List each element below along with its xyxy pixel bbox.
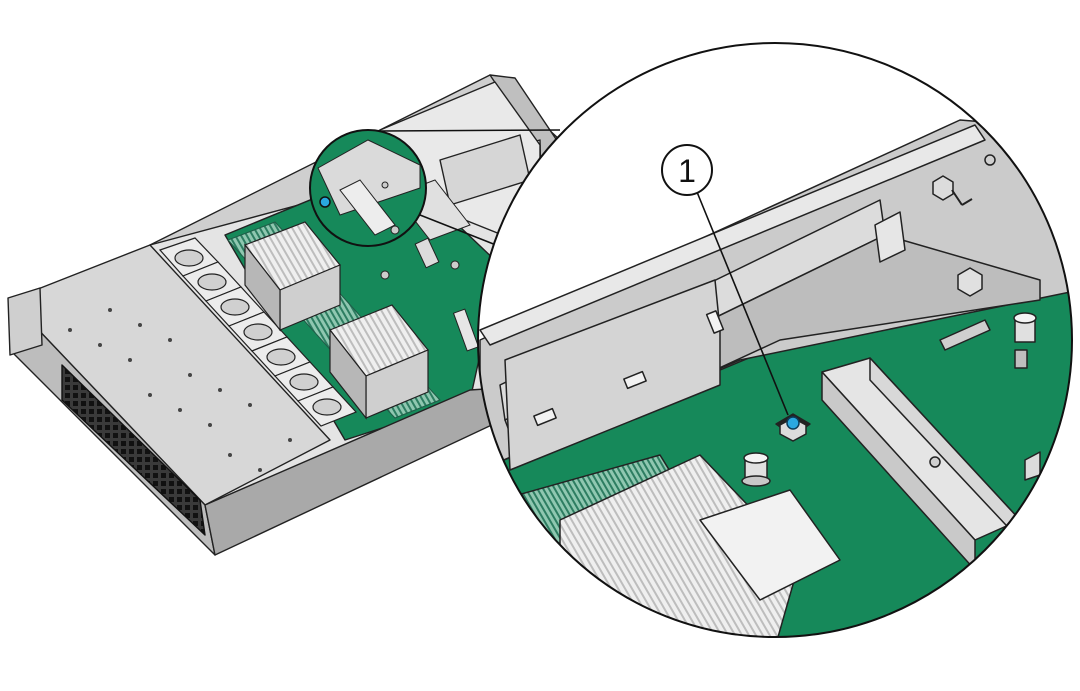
- drive-cage-holes: [68, 308, 292, 472]
- callout-leader: [696, 191, 789, 416]
- zoom-hex-hole: [957, 267, 983, 297]
- zoom-standoff-left: [741, 452, 771, 487]
- zoom-pin-header: [1014, 349, 1028, 369]
- front-vent: [61, 364, 206, 536]
- zoom-screw-hole: [984, 154, 996, 166]
- fan-icon: [181, 261, 243, 302]
- fan-icon: [158, 237, 220, 277]
- fan-icon: [250, 336, 312, 377]
- fan-icon: [273, 361, 335, 402]
- zoom-bracket-plate: [504, 279, 721, 471]
- callout-badge: [661, 144, 713, 196]
- fan-row: [158, 237, 358, 427]
- switch-icon: [775, 413, 811, 442]
- fan-icon: [227, 311, 289, 352]
- fan-icon: [296, 386, 358, 427]
- zoom-wall-top-rim: [479, 124, 986, 346]
- zoom-connector-bottom: [419, 214, 497, 246]
- heatsink-icon: [244, 221, 341, 332]
- magnified-view: [477, 42, 1073, 638]
- zoom-slot: [533, 407, 557, 427]
- zoom-source-circle: [309, 129, 427, 247]
- heatsink-icon: [329, 304, 429, 420]
- zoom-connector: [939, 319, 991, 351]
- callout-number: 1: [678, 153, 696, 189]
- chassis-front-ear: [7, 287, 43, 356]
- zoom-wall-tab: [874, 211, 906, 263]
- heatsinks: [244, 221, 429, 420]
- zoom-L-mark: [951, 189, 963, 206]
- zoom-slot: [705, 310, 725, 334]
- zoom-connector-top: [377, 129, 561, 132]
- zoom-hex-nut: [932, 175, 954, 201]
- zoom-slot: [623, 370, 647, 390]
- zoom-standoff-right: [1013, 312, 1037, 343]
- zoom-heatsink-icon: [699, 489, 841, 601]
- fan-icon: [204, 286, 266, 327]
